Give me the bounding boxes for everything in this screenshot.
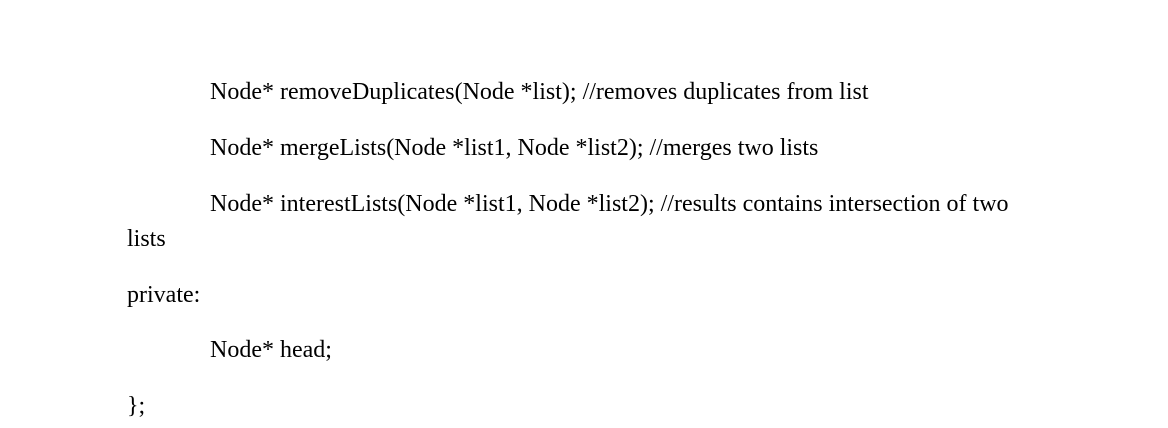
- code-line-class-close: };: [127, 393, 146, 419]
- code-line-merge-lists: Node* mergeLists(Node *list1, Node *list…: [210, 135, 819, 161]
- code-line-head-member: Node* head;: [210, 337, 332, 363]
- code-line-remove-duplicates: Node* removeDuplicates(Node *list); //re…: [210, 79, 869, 105]
- code-line-intersect-lists: Node* interestLists(Node *list1, Node *l…: [210, 191, 1009, 217]
- code-line-private-label: private:: [127, 282, 201, 308]
- code-line-wrapped-continuation: lists: [127, 226, 166, 252]
